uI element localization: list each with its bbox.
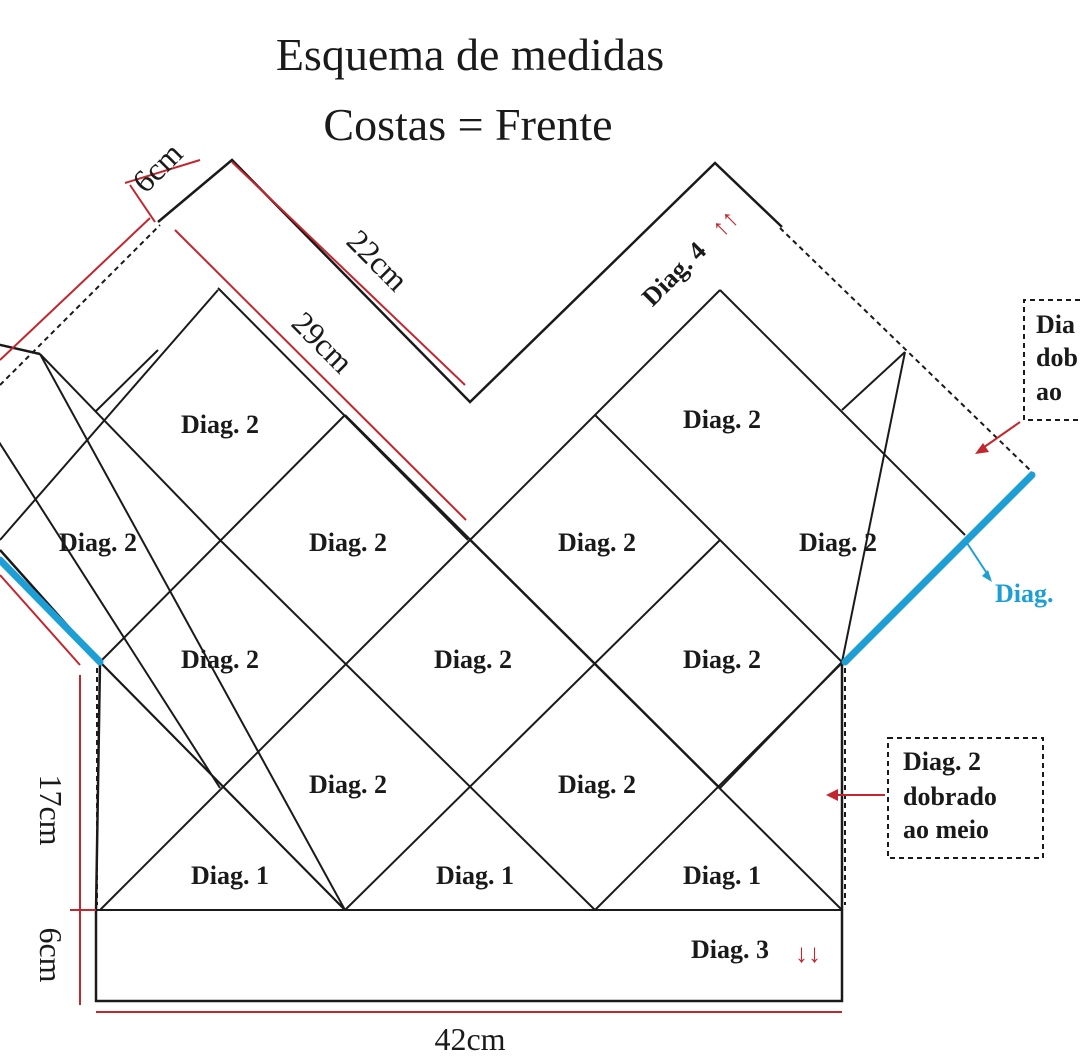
note-bottom-right: Diag. 2 dobrado ao meio	[903, 747, 997, 844]
label-diag2: Diag. 2	[799, 528, 877, 557]
label-diag2: Diag. 2	[683, 645, 761, 674]
arrow-down-icon: ↓↓	[795, 939, 821, 968]
label-diag3: Diag. 3	[691, 935, 769, 964]
label-diag1: Diag. 1	[683, 861, 761, 890]
diagram-subtitle: Costas = Frente	[323, 99, 612, 150]
label-diag2: Diag. 2	[558, 528, 636, 557]
measurement-lines	[0, 159, 1021, 1013]
svg-text:dob: dob	[1036, 343, 1078, 372]
label-diag2: Diag. 2	[181, 645, 259, 674]
measurement-labels: 6cm 22cm 29cm 17cm 6cm 42cm	[33, 135, 506, 1057]
blue-edge-left	[0, 556, 104, 666]
svg-text:Diag. 2: Diag. 2	[903, 747, 981, 776]
label-diag1: Diag. 1	[436, 861, 514, 890]
label-diag1: Diag. 1	[191, 861, 269, 890]
svg-text:ao: ao	[1036, 377, 1062, 406]
label-diag2: Diag. 2	[683, 405, 761, 434]
svg-text:dobrado: dobrado	[903, 782, 997, 811]
garment-outline	[0, 158, 1033, 1003]
svg-text:Dia: Dia	[1036, 310, 1075, 339]
measure-band-height: 6cm	[33, 927, 69, 982]
label-diag2: Diag. 2	[309, 770, 387, 799]
measure-top-width: 6cm	[125, 135, 189, 199]
measure-neck-inner: 22cm	[340, 222, 416, 298]
dashed-lines	[0, 224, 1080, 905]
note-top-right: Dia dob ao	[1036, 310, 1078, 406]
label-diag2: Diag. 2	[59, 528, 137, 557]
grid-lines-down	[0, 287, 966, 911]
grid-lines-up	[0, 289, 966, 911]
arrow-up-icon: ↑↑	[705, 204, 744, 243]
label-diag2: Diag. 2	[309, 528, 387, 557]
label-diag2: Diag. 2	[181, 410, 259, 439]
svg-text:ao meio: ao meio	[903, 815, 989, 844]
label-diag2: Diag. 2	[558, 770, 636, 799]
label-diag-blue: Diag.	[995, 579, 1054, 608]
label-diag4: Diag. 4	[636, 236, 712, 312]
measure-neck-outer: 29cm	[285, 304, 361, 380]
diagram-title: Esquema de medidas	[276, 29, 664, 80]
measure-side-height: 17cm	[33, 774, 69, 845]
blue-edge-right	[841, 471, 1036, 666]
label-diag2: Diag. 2	[434, 645, 512, 674]
measure-bottom-width: 42cm	[434, 1021, 505, 1057]
